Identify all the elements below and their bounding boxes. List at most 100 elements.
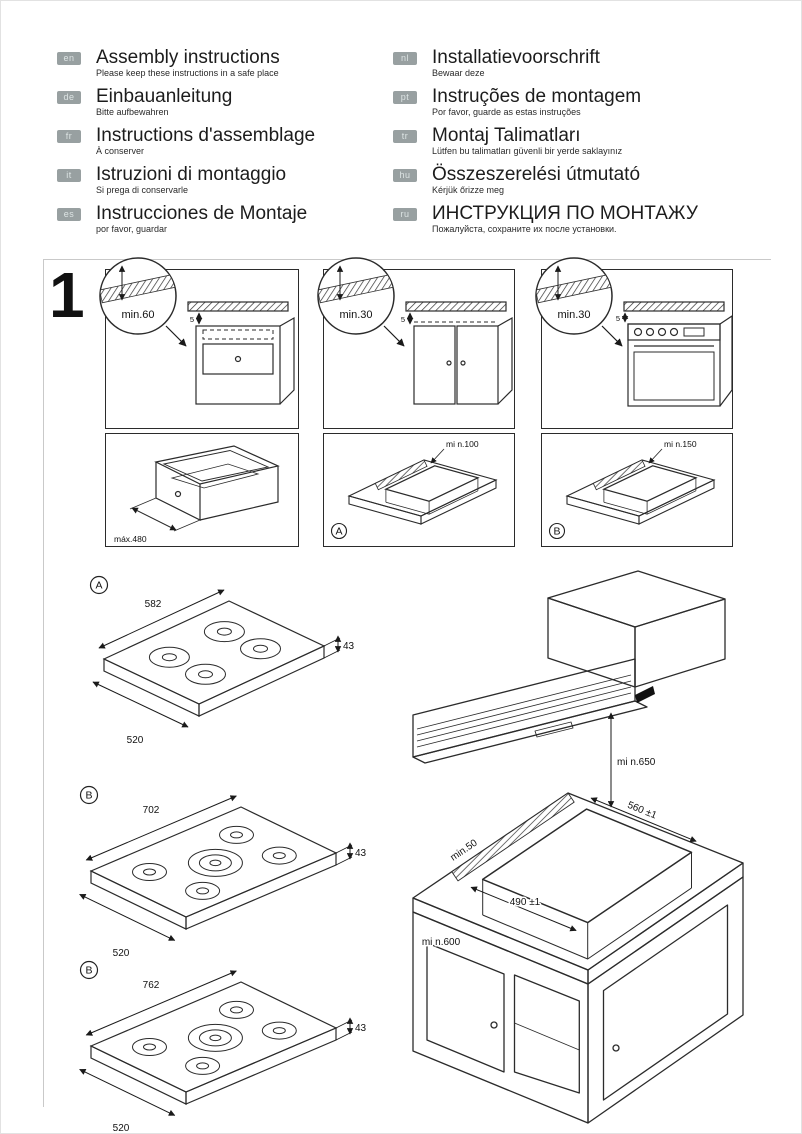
- language-column-right: nl Installatievoorschrift Bewaar deze pt…: [393, 47, 773, 242]
- language-entry-it: it Istruzioni di montaggio Si prega di c…: [57, 164, 393, 196]
- clearance-callout-label: min.30: [339, 309, 372, 321]
- figure-cabinet-installation: mi n.650 min.50 490 ±1 560 ±1 mi n.600: [353, 563, 801, 1133]
- language-subtitle: Lütfen bu talimatları güvenli bir yerde …: [432, 146, 623, 156]
- figure-hob-702: 702 520 43 B: [41, 771, 376, 966]
- hob-depth-dimension: 520: [127, 735, 144, 746]
- language-code-badge: hu: [393, 169, 417, 182]
- rear-wall-gap-hatch: [451, 792, 575, 882]
- language-subtitle: Please keep these instructions in a safe…: [96, 68, 279, 78]
- clearance-callout-label: min.60: [121, 309, 154, 321]
- hob-depth-dimension: 520: [113, 1123, 130, 1134]
- language-entry-hu: hu Összeszerelési útmutató Kérjük őrizze…: [393, 164, 773, 196]
- rear-gap-dimension: mi n.100: [446, 439, 479, 449]
- cabinet-door-side: [602, 904, 729, 1101]
- figure-drawer-max-depth: máx.480: [105, 433, 299, 547]
- language-subtitle: Пожалуйста, сохраните их после установки…: [432, 224, 617, 234]
- language-code-badge: tr: [393, 130, 417, 143]
- language-subtitle: Si prega di conservarle: [96, 185, 189, 195]
- language-entry-de: de Einbauanleitung Bitte aufbewahren: [57, 86, 393, 118]
- figure-hob-582: 582 520 43 A: [49, 567, 359, 752]
- floor-clearance-dimension: mi n.600: [422, 937, 461, 948]
- language-entry-tr: tr Montaj Talimatları Lütfen bu talimatl…: [393, 125, 773, 157]
- gap-dimension: 5: [616, 314, 620, 323]
- hob-variant-badge: B: [79, 960, 99, 980]
- language-subtitle: Bewaar deze: [432, 68, 485, 78]
- language-subtitle: À conserver: [96, 146, 145, 156]
- language-code-badge: es: [57, 208, 81, 221]
- hob-drawing: 762 520 43 B: [79, 960, 368, 1134]
- figure-worktop-cutout-b: mi n.150 B: [541, 433, 733, 547]
- cabinet-drawing: mi n.650 min.50 490 ±1 560 ±1 mi n.600: [412, 570, 744, 1124]
- cabinet-open-compartment: [513, 974, 580, 1094]
- cutout-depth-dimension: 490 ±1: [510, 897, 541, 908]
- worktop-cutout-drawing: mi n.100 A: [330, 438, 498, 540]
- hob-height-dimension: 43: [355, 1023, 367, 1034]
- clearance-callout: min.30: [317, 257, 405, 347]
- language-title: Assembly instructions: [96, 47, 280, 68]
- language-code-badge: fr: [57, 130, 81, 143]
- door-cabinet-drawing: 5 min.30: [317, 257, 513, 405]
- hob-variant-badge: A: [89, 575, 109, 595]
- hob-variant-badge: B: [79, 785, 99, 805]
- svg-text:A: A: [95, 580, 102, 592]
- hob-drawing: 582 520 43 A: [89, 575, 356, 748]
- clearance-callout: min.60: [99, 257, 187, 347]
- variant-badge-b: B: [548, 522, 566, 540]
- hob-height-dimension: 43: [343, 641, 355, 652]
- hood-control-buttons: [534, 721, 574, 738]
- svg-text:B: B: [553, 526, 560, 538]
- language-subtitle: Por favor, guarde as estas instruções: [432, 107, 581, 117]
- language-code-badge: ru: [393, 208, 417, 221]
- step-number: 1: [49, 259, 85, 331]
- variant-badge-a: A: [330, 522, 348, 540]
- hob-width-dimension: 762: [143, 980, 160, 991]
- language-code-badge: de: [57, 91, 81, 104]
- language-title: Összeszerelési útmutató: [432, 164, 641, 185]
- language-code-badge: en: [57, 52, 81, 65]
- language-entry-es: es Instrucciones de Montaje por favor, g…: [57, 203, 393, 235]
- hob-depth-dimension: 520: [113, 948, 130, 959]
- language-code-badge: nl: [393, 52, 417, 65]
- language-code-badge: it: [57, 169, 81, 182]
- hood-clearance-dimension: mi n.650: [617, 757, 656, 768]
- language-entry-en: en Assembly instructions Please keep the…: [57, 47, 393, 79]
- language-subtitle: Kérjük őrizze meg: [432, 185, 505, 195]
- cabinet-door-front: [426, 942, 505, 1073]
- clearance-callout-label: min.30: [557, 309, 590, 321]
- hob-drawing: 702 520 43 B: [79, 785, 368, 961]
- figure-drawer-cabinet-clearance: 5 min.60: [99, 257, 299, 429]
- hood-vent-slats: [416, 674, 632, 748]
- svg-text:A: A: [335, 526, 342, 538]
- rear-gap-dimension: mi n.150: [664, 439, 697, 449]
- gap-dimension: 5: [190, 315, 194, 324]
- hob-width-dimension: 582: [145, 599, 162, 610]
- hob-height-dimension: 43: [355, 848, 367, 859]
- language-title: Installatievoorschrift: [432, 47, 600, 68]
- language-title: Instrucciones de Montaje: [96, 203, 308, 224]
- svg-text:B: B: [85, 965, 92, 977]
- drawer-cabinet-drawing: 5 min.60: [99, 257, 295, 405]
- language-title: Montaj Talimatları: [432, 125, 581, 146]
- section-divider-horizontal: [43, 259, 771, 260]
- section-divider-vertical: [43, 259, 44, 1107]
- language-column-left: en Assembly instructions Please keep the…: [57, 47, 393, 242]
- figure-oven-cabinet-clearance: 5 min.30: [535, 257, 733, 429]
- language-title: Instruções de montagem: [432, 86, 642, 107]
- figure-door-cabinet-clearance: 5 min.30: [317, 257, 515, 429]
- max-depth-dimension: máx.480: [114, 534, 147, 544]
- language-title: Istruzioni di montaggio: [96, 164, 287, 185]
- language-entry-nl: nl Installatievoorschrift Bewaar deze: [393, 47, 773, 79]
- language-subtitle: Bitte aufbewahren: [96, 107, 169, 117]
- hood-vent-outlet: [635, 686, 655, 703]
- language-title: Einbauanleitung: [96, 86, 233, 107]
- hob-width-dimension: 702: [143, 805, 160, 816]
- language-code-badge: pt: [393, 91, 417, 104]
- drawer-drawing: máx.480: [113, 445, 280, 546]
- language-title: Instructions d'assemblage: [96, 125, 316, 146]
- gap-dimension: 5: [401, 315, 405, 324]
- language-title: ИНСТРУКЦИЯ ПО МОНТАЖУ: [432, 203, 698, 224]
- language-subtitle: por favor, guardar: [96, 224, 168, 234]
- language-entry-ru: ru ИНСТРУКЦИЯ ПО МОНТАЖУ Пожалуйста, сох…: [393, 203, 773, 235]
- svg-text:B: B: [85, 790, 92, 802]
